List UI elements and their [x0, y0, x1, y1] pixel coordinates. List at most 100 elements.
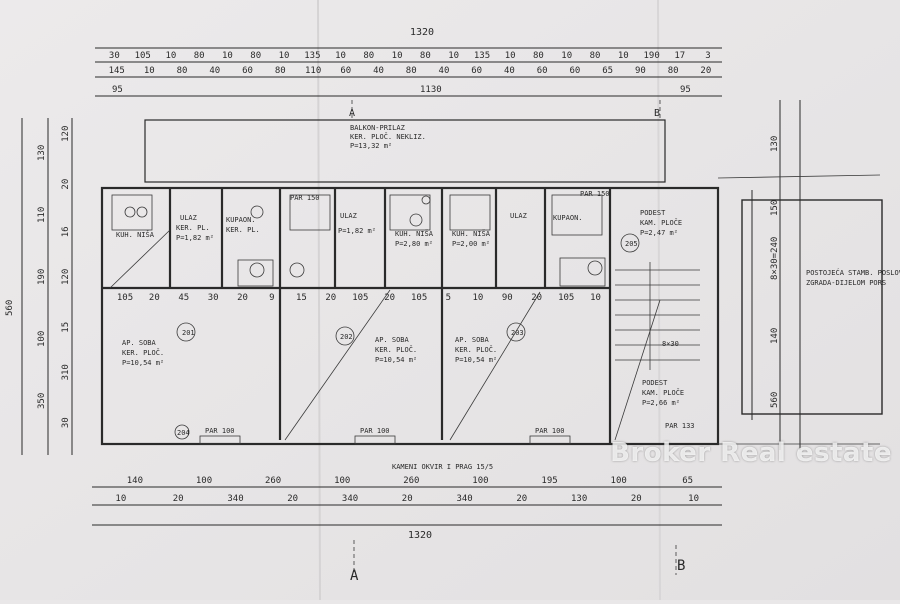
- top-dim-value: 80: [250, 51, 261, 61]
- bottom-dim-value: 20: [631, 494, 642, 504]
- landing-area-bottom: P=2,66 m²: [642, 399, 680, 407]
- interior-dim-value: 20: [237, 293, 248, 303]
- window-par-150-b: PAR 150: [580, 190, 610, 198]
- section-marker-b-top: B: [654, 108, 660, 119]
- bottom-dim-value: 10: [115, 494, 126, 504]
- landing-area-top: P=2,47 m²: [640, 229, 678, 237]
- section-marker-a-bottom: A: [350, 568, 359, 584]
- right-dim-value: 150: [770, 200, 780, 216]
- room-number-205: 205: [625, 240, 638, 248]
- landing-label-top: PODEST: [640, 209, 666, 217]
- room-number-202: 202: [340, 333, 353, 341]
- balcony-label: BALKON-PRILAZ: [350, 124, 405, 132]
- interior-dim-value: 5: [446, 293, 451, 303]
- bottom-dim-value: 340: [342, 494, 358, 504]
- top-dim-value: 60: [471, 66, 482, 76]
- entry-label-1: ULAZ: [180, 214, 197, 222]
- bottom-dim-value: 340: [227, 494, 243, 504]
- interior-dim-value: 105: [411, 293, 427, 303]
- bath-label-3: KUPAON.: [553, 214, 583, 222]
- interior-dim-value: 20: [531, 293, 542, 303]
- top-dim-value: 10: [222, 51, 233, 61]
- window-par-2: PAR 100: [360, 427, 390, 435]
- left-dim-value: 110: [37, 207, 47, 223]
- room-area-202: P=10,54 m²: [375, 356, 417, 364]
- top-dim-value: 10: [279, 51, 290, 61]
- bottom-dim-value: 65: [682, 476, 693, 486]
- entry-label-3: ULAZ: [510, 212, 527, 220]
- room-area-203: P=10,54 m²: [455, 356, 497, 364]
- kitchen-label-2: KUH. NIŠA: [395, 229, 434, 238]
- room-label-202: AP. SOBA: [375, 336, 410, 344]
- top-dim-value: 80: [363, 51, 374, 61]
- window-par-150-a: PAR 150: [290, 194, 320, 202]
- bottom-dim-value: 100: [472, 476, 488, 486]
- top-dim-value: 80: [668, 66, 679, 76]
- left-total: 560: [5, 300, 15, 316]
- top-dim-value: 3: [705, 51, 710, 61]
- kitchen-label-1: KUH. NIŠA: [116, 230, 155, 239]
- top-dim-1130: 1130: [420, 85, 442, 95]
- top-dim-value: 30: [109, 51, 120, 61]
- top-dim-value: 10: [165, 51, 176, 61]
- bottom-dim-value: 340: [456, 494, 472, 504]
- top-dim-95-right: 95: [680, 85, 691, 95]
- right-dim-value: 130: [770, 136, 780, 152]
- left-dim-value: 20: [61, 179, 71, 190]
- left-dim-value: 310: [61, 364, 71, 380]
- section-marker-a-top: A: [349, 108, 355, 119]
- bottom-dim-value: 20: [516, 494, 527, 504]
- room-label-201: AP. SOBA: [122, 339, 157, 347]
- room-label-203: AP. SOBA: [455, 336, 490, 344]
- total-width-top: 1320: [410, 27, 434, 38]
- interior-dim-value: 45: [178, 293, 189, 303]
- interior-dim-value: 105: [558, 293, 574, 303]
- top-dim-value: 105: [135, 51, 151, 61]
- top-dim-value: 60: [569, 66, 580, 76]
- top-dim-value: 10: [505, 51, 516, 61]
- balcony-finish: KER. PLOČ. NEKLIZ.: [350, 132, 426, 141]
- top-dim-value: 135: [474, 51, 490, 61]
- top-dim-value: 40: [209, 66, 220, 76]
- interior-dim-value: 105: [352, 293, 368, 303]
- bottom-dim-value: 20: [287, 494, 298, 504]
- section-marker-b-bottom: B: [677, 558, 685, 574]
- bottom-dim-value: 260: [265, 476, 281, 486]
- top-dim-value: 60: [537, 66, 548, 76]
- landing-label-bottom: PODEST: [642, 379, 668, 387]
- top-dim-value: 10: [618, 51, 629, 61]
- top-dim-value: 80: [177, 66, 188, 76]
- top-dim-value: 10: [561, 51, 572, 61]
- existing-building-note-1: POSTOJEĆA STAMB. POSLOV.: [806, 268, 900, 277]
- interior-dim-value: 20: [325, 293, 336, 303]
- watermark: Broker Real estate: [610, 438, 892, 468]
- bottom-dim-value: 20: [173, 494, 184, 504]
- kitchen-label-3: KUH. NIŠA: [452, 229, 491, 238]
- room-number-201: 201: [182, 329, 195, 337]
- left-dim-value: 100: [37, 331, 47, 347]
- interior-dim-value: 20: [384, 293, 395, 303]
- top-dim-value: 17: [674, 51, 685, 61]
- top-dim-value: 80: [194, 51, 205, 61]
- interior-dim-value: 105: [117, 293, 133, 303]
- top-dim-value: 145: [109, 66, 125, 76]
- left-dim-value: 120: [61, 269, 71, 285]
- right-dim-value: 560: [770, 392, 780, 408]
- bottom-dim-value: 10: [688, 494, 699, 504]
- stone-frame-note: KAMENI OKVIR I PRAG 15/5: [392, 463, 493, 471]
- top-dim-value: 40: [504, 66, 515, 76]
- interior-dim-value: 9: [269, 293, 274, 303]
- interior-dim-value: 20: [149, 293, 160, 303]
- top-dim-95-left: 95: [112, 85, 123, 95]
- entry-label-2: ULAZ: [340, 212, 357, 220]
- bath-label-1: KUPAON.: [226, 216, 256, 224]
- kitchen-area-3: P=2,00 m²: [452, 240, 490, 248]
- top-dim-value: 80: [533, 51, 544, 61]
- interior-dim-value: 90: [502, 293, 513, 303]
- left-dim-value: 16: [61, 226, 71, 237]
- interior-dim-value: 10: [472, 293, 483, 303]
